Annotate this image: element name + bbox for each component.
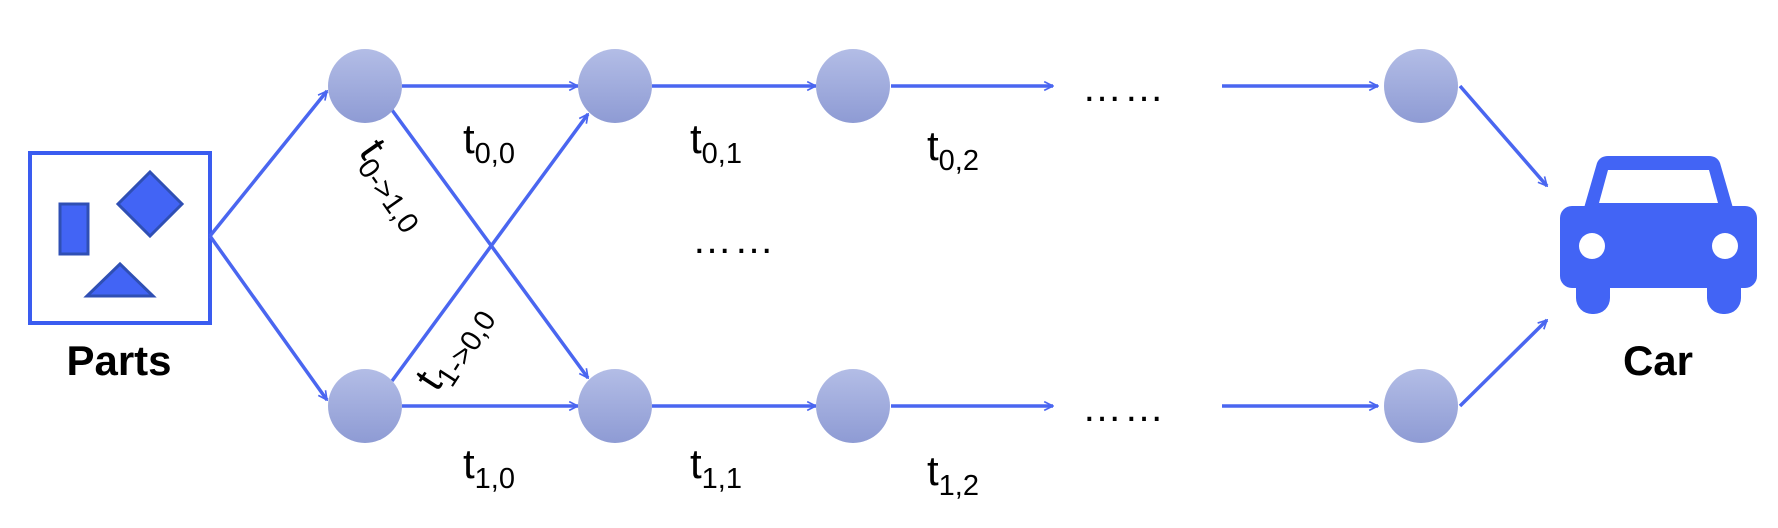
label-t11-base: t [690, 440, 702, 487]
node-r0-c0 [328, 49, 402, 123]
label-t11-sub: 1,1 [702, 463, 742, 495]
car-body [1560, 206, 1757, 288]
triangle-part-icon [83, 261, 157, 298]
edges [208, 84, 1549, 408]
node-r0-c1 [578, 49, 652, 123]
label-t00-sub: 0,0 [475, 138, 515, 170]
ellipsis-row0: …… [1082, 66, 1166, 110]
label-t12: t1,2 [927, 447, 979, 502]
label-t12-sub: 1,2 [939, 470, 979, 502]
label-t1to0: t1->0,0 [405, 293, 503, 402]
edge-r1-last-to-car [1458, 320, 1547, 408]
rectangle-part-icon [58, 202, 90, 256]
parts-box [28, 151, 212, 325]
car-icon [1560, 156, 1757, 314]
parts-label: Parts [66, 337, 171, 384]
car-wheel-right [1707, 270, 1741, 314]
label-t01-base: t [690, 115, 702, 162]
label-t00-base: t [463, 115, 475, 162]
label-t12-base: t [927, 447, 939, 494]
label-t10-base: t [463, 440, 475, 487]
car-wheel-left [1576, 270, 1610, 314]
node-r1-c0 [328, 369, 402, 443]
label-t0to1-sub: 0->1,0 [351, 153, 425, 239]
ellipsis-row1: …… [1082, 386, 1166, 430]
label-t01-sub: 0,1 [702, 138, 742, 170]
label-t01: t0,1 [690, 115, 742, 170]
label-t02: t0,2 [927, 122, 979, 177]
edge-parts-to-row1 [208, 234, 329, 400]
edge-cross-r0-to-r1 [390, 108, 590, 378]
car-headlight-left [1579, 233, 1605, 259]
diamond-part-icon [115, 169, 185, 239]
node-r0-c2 [816, 49, 890, 123]
edge-r0-last-to-car [1458, 84, 1549, 186]
label-t02-sub: 0,2 [939, 145, 979, 177]
label-t10: t1,0 [463, 440, 515, 495]
node-r1-last [1384, 369, 1458, 443]
edge-cross-r1-to-r0 [390, 114, 590, 383]
node-r1-c1 [578, 369, 652, 443]
edge-parts-to-row0 [208, 91, 329, 238]
label-t10-sub: 1,0 [475, 463, 515, 495]
label-t11: t1,1 [690, 440, 742, 495]
label-t00: t0,0 [463, 115, 515, 170]
car-windshield [1599, 170, 1718, 203]
node-r0-last [1384, 49, 1458, 123]
nodes [328, 49, 1458, 443]
car-headlight-right [1712, 233, 1738, 259]
label-t0to1: t0->1,0 [344, 130, 443, 239]
ellipsis-middle: …… [692, 218, 776, 262]
label-t02-base: t [927, 122, 939, 169]
label-t1to0-sub: 1->0,0 [431, 305, 503, 392]
node-r1-c2 [816, 369, 890, 443]
car-label: Car [1623, 337, 1693, 384]
